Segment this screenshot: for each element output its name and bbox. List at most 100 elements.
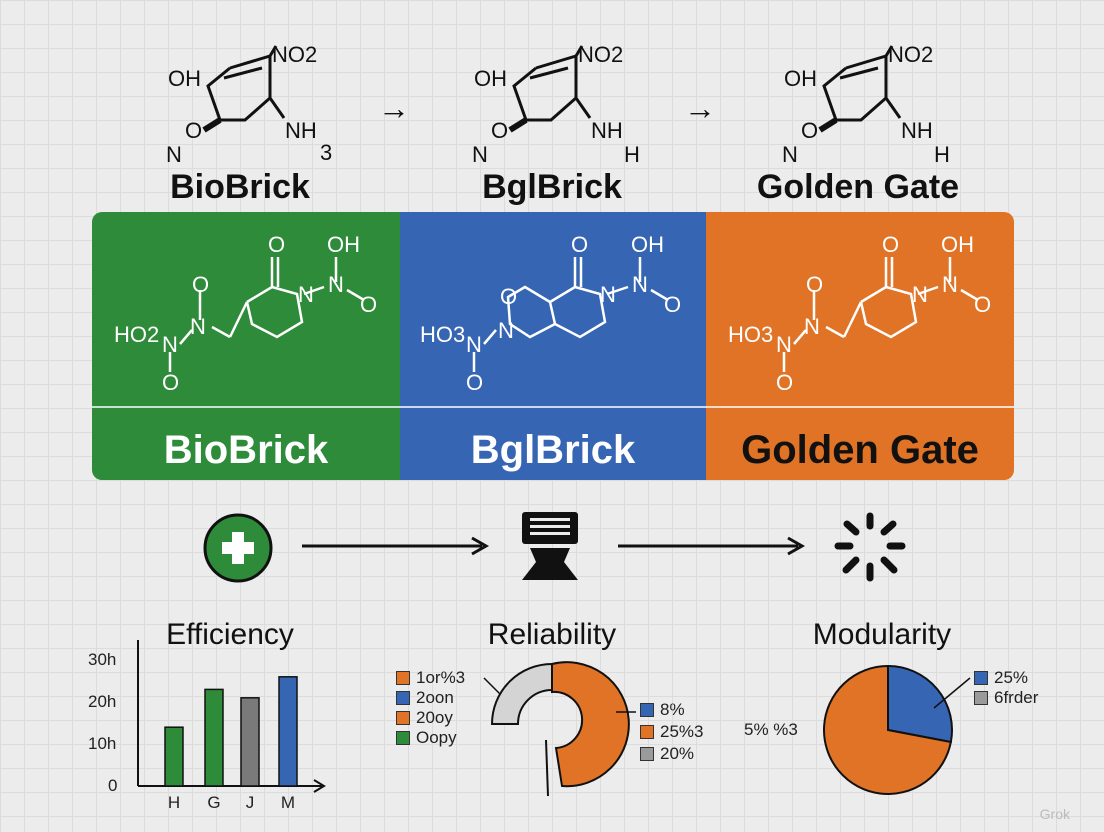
bar-h — [164, 726, 184, 787]
legend-swatch — [396, 731, 410, 745]
panel-golden-gate: O OH N N O O N N O HO3 Golden Gate — [706, 212, 1014, 480]
nh-label: NH — [901, 118, 933, 143]
atom-label: O — [192, 272, 209, 297]
o-label: O — [185, 118, 202, 143]
atom-label: N — [632, 272, 648, 297]
efficiency-title: Efficiency — [166, 618, 294, 651]
nh-subscript: 3 — [320, 140, 332, 165]
atom-label: HO2 — [114, 322, 159, 347]
n-label: N — [472, 142, 488, 167]
reliability-title: Reliability — [487, 618, 617, 651]
pie-left-label: 5% %3 — [744, 720, 798, 739]
pie-leader-line — [933, 677, 971, 709]
atom-label: N — [498, 318, 514, 343]
atom-label: O — [360, 292, 377, 317]
top-title-golden-gate: Golden Gate — [756, 168, 960, 206]
atom-label: N — [912, 282, 928, 307]
watermark: Grok — [1039, 806, 1070, 822]
nh-subscript: H — [934, 142, 950, 167]
n-label: N — [782, 142, 798, 167]
workflow-row — [203, 512, 906, 583]
atom-label: O — [466, 370, 483, 395]
legend-label: 25% — [994, 668, 1029, 687]
atom-label: O — [664, 292, 681, 317]
atom-label: O — [268, 232, 285, 257]
top-title-bglbrick: BglBrick — [482, 168, 622, 206]
modularity-title: Modularity — [812, 618, 952, 651]
atom-label: N — [776, 332, 792, 357]
atom-label: OH — [327, 232, 360, 257]
atom-label: O — [500, 284, 517, 309]
atom-label: HO3 — [420, 322, 465, 347]
legend-item: 6frder — [974, 688, 1038, 708]
atom-label: N — [162, 332, 178, 357]
y-tick: 20h — [88, 692, 117, 711]
atom-label: O — [162, 370, 179, 395]
atom-label: O — [882, 232, 899, 257]
legend-item: Oopy — [396, 728, 457, 748]
legend-label: Oopy — [416, 728, 457, 747]
atom-label: O — [571, 232, 588, 257]
legend-label: 2oon — [416, 688, 454, 707]
panel-biobrick: O OH N N O O N N O HO2 BioBrick — [92, 212, 400, 480]
x-tick-label: M — [281, 793, 295, 812]
legend-label: 6frder — [994, 688, 1039, 707]
server-stack-icon — [522, 512, 578, 580]
pie-slice-1 — [823, 664, 953, 795]
legend-item: 1or%3 — [396, 668, 465, 688]
atom-label: OH — [631, 232, 664, 257]
legend-swatch — [640, 725, 654, 739]
oh-label: OH — [784, 66, 817, 91]
molecule-structure: NO2 OH O NH 3 N — [166, 42, 332, 167]
panel-divider — [706, 406, 1014, 408]
legend-item: 20oy — [396, 708, 453, 728]
panel-bglbrick: O OH N N O O N N O HO3 BglBrick — [400, 212, 706, 480]
panel-divider — [92, 406, 400, 408]
atom-label: O — [806, 272, 823, 297]
no2-label: NO2 — [578, 42, 623, 67]
no2-label: NO2 — [888, 42, 933, 67]
y-tick: 10h — [88, 734, 117, 753]
legend-item: 8% — [640, 700, 685, 720]
burst-icon — [834, 512, 906, 582]
legend-item: 20% — [640, 744, 694, 764]
legend-label: 1or%3 — [416, 668, 466, 687]
legend-label: 20% — [660, 744, 695, 763]
plus-circle-icon — [203, 513, 273, 583]
legend-swatch — [396, 711, 410, 725]
legend-swatch — [396, 671, 410, 685]
atom-label: N — [298, 282, 314, 307]
bar-g — [204, 688, 224, 787]
pie-slice-0 — [887, 664, 953, 744]
arrow-right-icon — [302, 536, 490, 556]
atom-label: N — [466, 332, 482, 357]
y-tick: 0 — [108, 776, 118, 795]
panel-molecule: O OH N N O O N N O HO3 — [728, 232, 991, 395]
panel-molecule: O OH N N O O N N O HO3 — [420, 232, 681, 395]
top-title-biobrick: BioBrick — [170, 168, 310, 206]
legend-item: 2oon — [396, 688, 454, 708]
oh-label: OH — [474, 66, 507, 91]
panel-divider — [400, 406, 706, 408]
atom-label: OH — [941, 232, 974, 257]
o-label: O — [491, 118, 508, 143]
legend-swatch — [974, 691, 988, 705]
atom-label: HO3 — [728, 322, 773, 347]
atom-label: N — [942, 272, 958, 297]
arrow-right-icon — [618, 536, 806, 556]
atom-label: O — [776, 370, 793, 395]
n-label: N — [166, 142, 182, 167]
top-arrow-1: → — [378, 90, 410, 126]
nh-subscript: H — [624, 142, 640, 167]
o-label: O — [801, 118, 818, 143]
legend-label: 20oy — [416, 708, 453, 727]
x-tick-label: H — [168, 793, 180, 812]
reliability-ring — [483, 661, 636, 797]
nh-label: NH — [591, 118, 623, 143]
legend-item: 25% — [974, 668, 1028, 688]
panel-label: BioBrick — [163, 428, 329, 472]
panel-label: BglBrick — [470, 428, 636, 472]
y-tick: 30h — [88, 650, 117, 669]
legend-swatch — [396, 691, 410, 705]
